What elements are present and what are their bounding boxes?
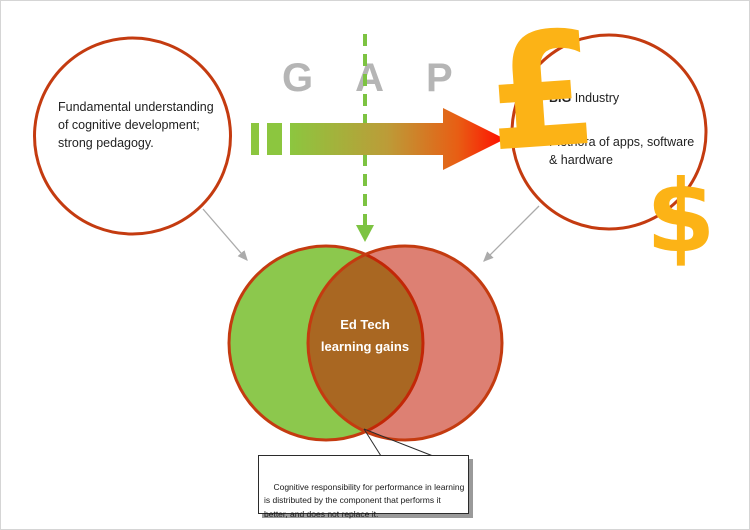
- left-connector-arrow: [202, 208, 248, 261]
- venn-red-circle: [306, 244, 504, 442]
- industry-circle-body: Plethora of apps, software & hardware: [549, 135, 695, 167]
- industry-circle-title: BIG Industry: [549, 89, 709, 107]
- arrow-lead-dash-2: [267, 123, 282, 155]
- gap-label: GAP: [282, 56, 495, 100]
- industry-title-bold: BIG: [549, 91, 572, 105]
- right-connector-arrow: [483, 205, 540, 262]
- callout-box: Cognitive responsibility for performance…: [258, 455, 469, 519]
- dollar-currency-icon: $: [646, 158, 716, 275]
- industry-title-rest: Industry: [571, 91, 620, 105]
- venn-overlap-label: Ed Tech learning gains: [320, 317, 410, 354]
- callout-text: Cognitive responsibility for performance…: [264, 481, 465, 519]
- pedagogy-circle-text: Fundamental understanding of cognitive d…: [58, 100, 214, 150]
- gap-dashed-line-arrowhead: [356, 225, 374, 242]
- callout-leader-line-2: [363, 428, 434, 457]
- gap-gradient-arrow: [290, 108, 505, 170]
- industry-circle: [510, 33, 708, 231]
- callout-leader-line-1: [363, 428, 382, 457]
- arrow-lead-dash-1: [251, 123, 259, 155]
- pedagogy-circle: [33, 36, 232, 236]
- pound-currency-icon: £: [480, 0, 604, 188]
